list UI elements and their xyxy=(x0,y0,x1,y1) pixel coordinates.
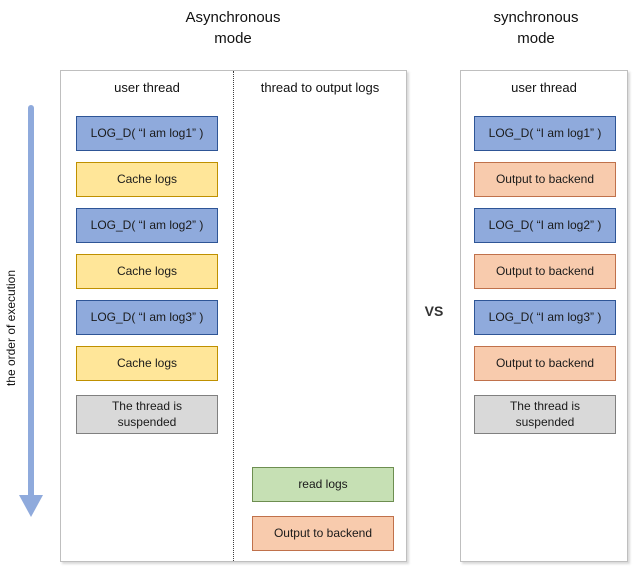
cache-logs-box: Cache logs xyxy=(76,162,218,197)
execution-order-label: the order of execution xyxy=(4,269,18,387)
log-call-box: LOG_D( “I am log1” ) xyxy=(76,116,218,151)
log-call-box: LOG_D( “I am log3” ) xyxy=(76,300,218,335)
cache-logs-box: Cache logs xyxy=(76,346,218,381)
output-backend-box: Output to backend xyxy=(474,346,616,381)
thread-column-divider xyxy=(233,71,234,561)
output-backend-box: Output to backend xyxy=(474,254,616,289)
sync-mode-panel: user thread LOG_D( “I am log1” ) Output … xyxy=(460,70,628,562)
log-call-box: LOG_D( “I am log1” ) xyxy=(474,116,616,151)
execution-order-arrow-line xyxy=(28,105,34,497)
sync-mode-title: synchronous mode xyxy=(493,9,579,47)
read-logs-box: read logs xyxy=(252,467,394,502)
output-backend-box: Output to backend xyxy=(474,162,616,197)
vs-label: VS xyxy=(424,303,444,319)
output-backend-box: Output to backend xyxy=(252,516,394,551)
async-user-thread-header: user thread xyxy=(114,80,180,95)
sync-user-thread-header: user thread xyxy=(511,80,577,95)
log-call-box: LOG_D( “I am log2” ) xyxy=(474,208,616,243)
execution-order-arrow-head-icon xyxy=(19,495,43,517)
async-mode-panel: user thread thread to output logs LOG_D(… xyxy=(60,70,407,562)
log-call-box: LOG_D( “I am log2” ) xyxy=(76,208,218,243)
async-output-thread-header: thread to output logs xyxy=(260,80,380,95)
log-call-box: LOG_D( “I am log3” ) xyxy=(474,300,616,335)
thread-suspended-box: The thread is suspended xyxy=(76,395,218,434)
cache-logs-box: Cache logs xyxy=(76,254,218,289)
async-mode-title: Asynchronous mode xyxy=(185,9,281,47)
thread-suspended-box: The thread is suspended xyxy=(474,395,616,434)
